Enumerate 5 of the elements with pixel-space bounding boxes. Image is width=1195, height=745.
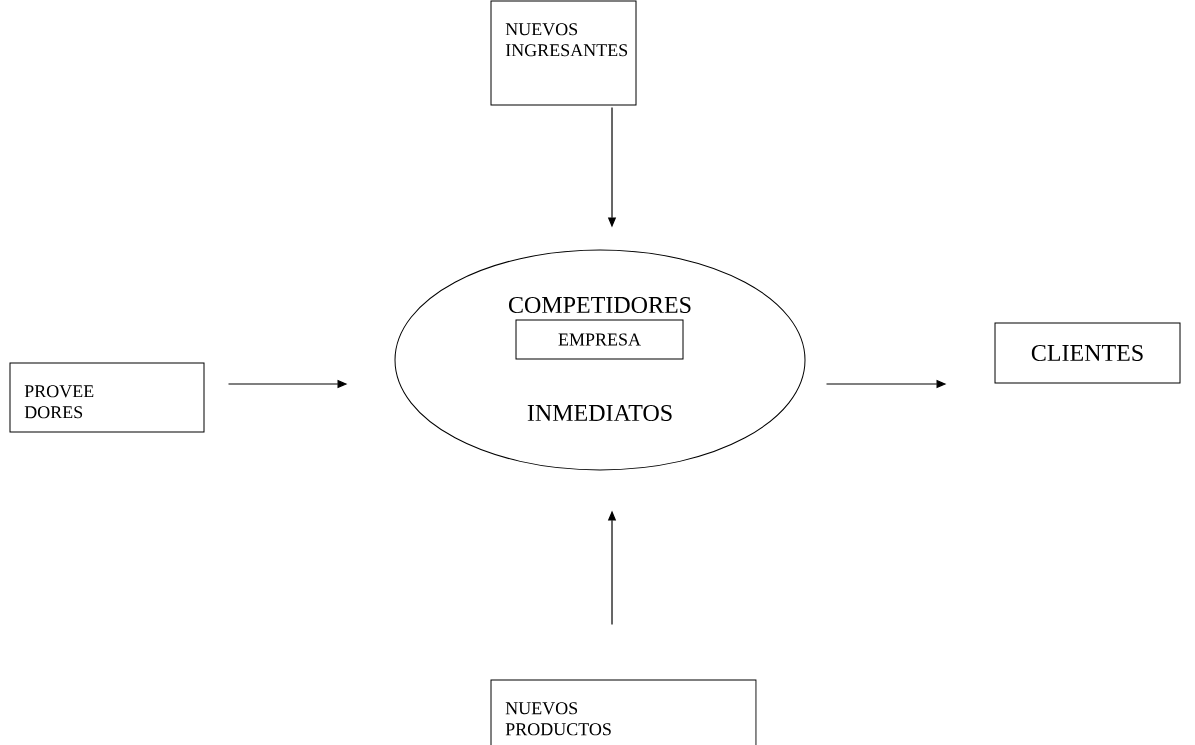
text-box: NUEVOS INGRESANTES	[490, 0, 637, 106]
text-box: PROVEE DORES	[9, 362, 205, 433]
text-box: CLIENTES	[994, 322, 1181, 384]
text-box: NUEVOS PRODUCTOS	[490, 679, 757, 745]
text-box: EMPRESA	[515, 319, 684, 360]
